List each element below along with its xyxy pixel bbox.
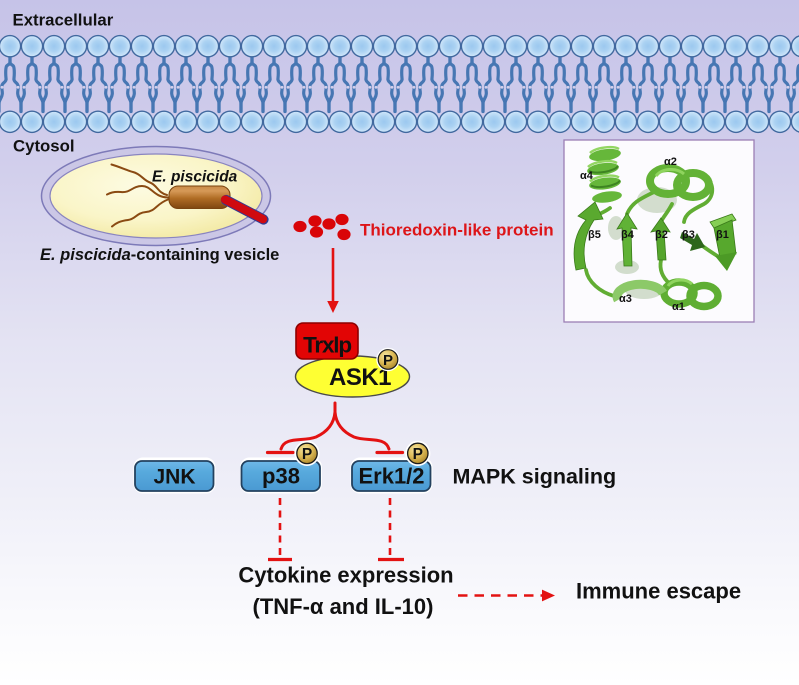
svg-text:Erk1/2: Erk1/2 bbox=[358, 464, 424, 489]
svg-text:P: P bbox=[383, 352, 393, 369]
svg-text:p38: p38 bbox=[262, 464, 300, 489]
svg-text:β3: β3 bbox=[682, 229, 695, 241]
svg-text:β4: β4 bbox=[621, 229, 635, 241]
svg-text:JNK: JNK bbox=[153, 466, 195, 489]
svg-text:Cytosol: Cytosol bbox=[13, 137, 75, 156]
svg-text:E. piscicida-containing vesicl: E. piscicida-containing vesicle bbox=[40, 246, 279, 264]
svg-text:E. piscicida: E. piscicida bbox=[152, 169, 238, 186]
svg-text:β5: β5 bbox=[588, 229, 601, 241]
svg-text:Trxlp: Trxlp bbox=[303, 333, 351, 358]
svg-text:P: P bbox=[413, 446, 423, 463]
svg-text:Immune escape: Immune escape bbox=[576, 579, 741, 604]
svg-text:α2: α2 bbox=[664, 156, 677, 168]
svg-text:α1: α1 bbox=[672, 301, 685, 313]
svg-text:(TNF-α and IL-10): (TNF-α and IL-10) bbox=[253, 594, 434, 619]
svg-text:β1: β1 bbox=[716, 229, 729, 241]
svg-text:P: P bbox=[302, 446, 312, 463]
svg-text:α3: α3 bbox=[619, 293, 632, 305]
svg-text:MAPK signaling: MAPK signaling bbox=[453, 465, 617, 489]
svg-text:Cytokine expression: Cytokine expression bbox=[238, 563, 453, 588]
svg-text:Extracellular: Extracellular bbox=[13, 10, 114, 29]
svg-text:β2: β2 bbox=[655, 229, 668, 241]
svg-text:Thioredoxin-like protein: Thioredoxin-like protein bbox=[360, 221, 554, 240]
svg-text:α4: α4 bbox=[580, 170, 594, 182]
